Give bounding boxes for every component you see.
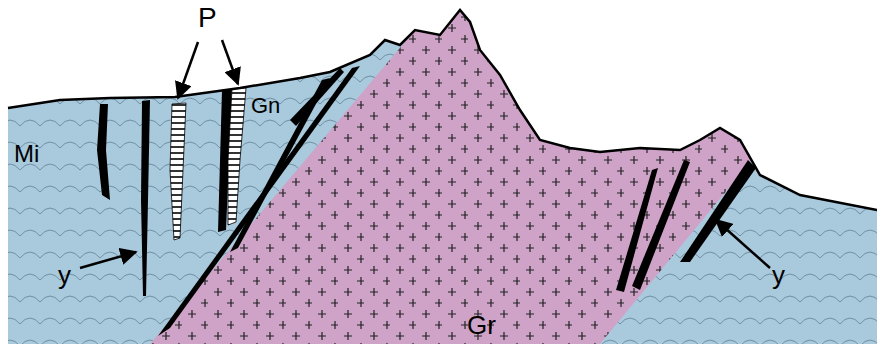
rock-label: y [58,262,71,288]
rock-label: y [772,262,785,288]
dikes [97,66,756,336]
pegmatite-dike [170,103,186,240]
rock-label: Mi [14,142,39,166]
rock-label: Gr [467,312,496,338]
granite [150,10,752,344]
surface-line [8,10,877,210]
pegmatite-dike [228,88,246,225]
micaschist [8,10,877,344]
leader-arrows [80,40,770,268]
rock-label: P [198,4,217,32]
rock-label: Gn [251,95,280,117]
